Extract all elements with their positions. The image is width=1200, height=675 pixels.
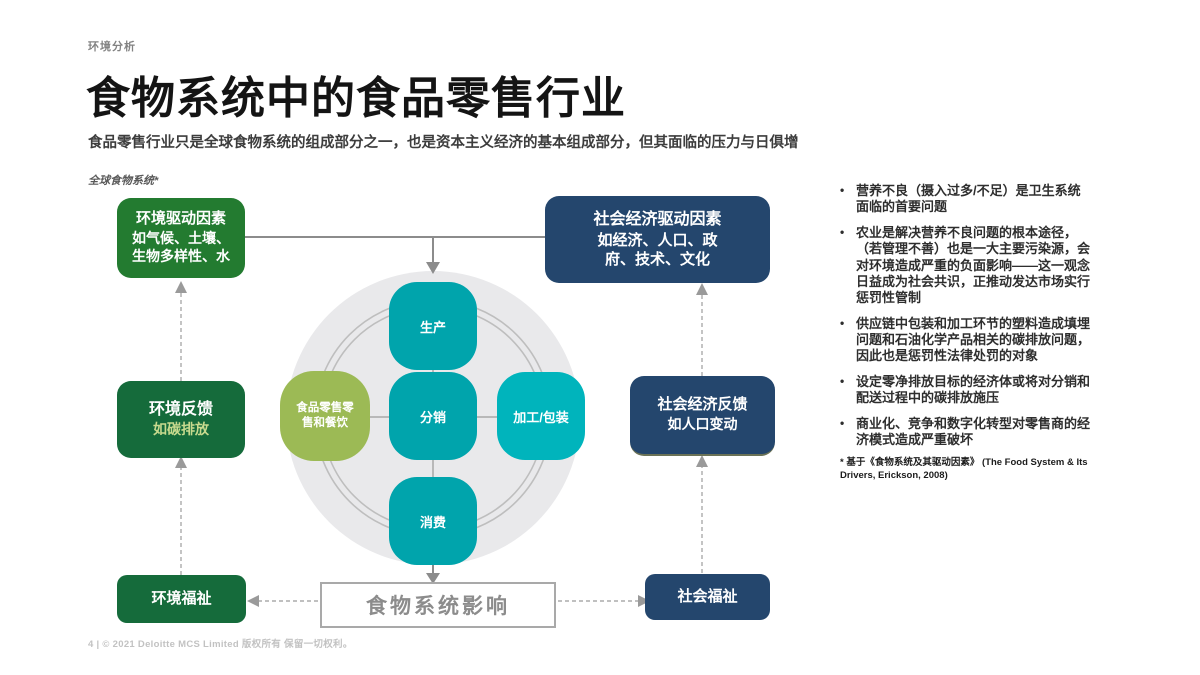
- socio-drivers-title: 社会经济驱动因素: [593, 210, 722, 228]
- env-welfare-to-feedback-arrowhead: [175, 456, 187, 468]
- bullet-item: • 设定零净排放目标的经济体或将对分销和配送过程中的碳排放施压: [840, 374, 1092, 407]
- env-feedback-box: 环境反馈 如碳排放: [117, 381, 245, 458]
- copyright-footer: 4 | © 2021 Deloitte MCS Limited 版权所有 保留一…: [88, 639, 353, 650]
- env-drivers-title: 环境驱动因素: [135, 210, 226, 228]
- drivers-to-system-arrowhead: [426, 262, 440, 274]
- node-processing-packaging: 加工/包装: [497, 372, 585, 460]
- bullet-item: • 商业化、竞争和数字化转型对零售商的经济模式造成严重破坏: [840, 416, 1092, 449]
- env-feedback-title: 环境反馈: [148, 401, 213, 419]
- bullet-item: • 农业是解决营养不良问题的根本途径，（若管理不善）也是一大主要污染源，会对环境…: [840, 225, 1092, 307]
- env-welfare-title: 环境福祉: [151, 589, 212, 607]
- social-welfare-to-feedback-arrowhead: [696, 455, 708, 467]
- env-drivers-subtitle: 如气候、土壤、 生物多样性、水: [132, 229, 230, 264]
- socio-drivers-box: 社会经济驱动因素 如经济、人口、政 府、技术、文化: [545, 196, 770, 283]
- page-subtitle: 食品零售行业只是全球食物系统的组成部分之一，也是资本主义经济的基本组成部分，但其…: [88, 135, 799, 151]
- bullet-icon: •: [840, 224, 845, 239]
- section-label: 环境分析: [88, 41, 136, 53]
- bullet-icon: •: [840, 415, 845, 430]
- social-welfare-title: 社会福祉: [677, 587, 738, 605]
- bullet-text: 营养不良（摄入过多/不足）是卫生系统面临的首要问题: [856, 183, 1081, 215]
- food-system-impact-title: 食物系统影响: [366, 595, 510, 618]
- socio-drivers-subtitle: 如经济、人口、政 府、技术、文化: [597, 231, 718, 268]
- social-welfare-box: 社会福祉: [645, 574, 770, 620]
- bullet-icon: •: [840, 183, 845, 197]
- source-footnote: * 基于《食物系统及其驱动因素》 (The Food System & Its …: [840, 457, 1088, 482]
- socio-feedback-box: 社会经济反馈 如人口变动: [630, 376, 775, 456]
- bullet-icon: •: [840, 315, 845, 330]
- bullet-text: 商业化、竞争和数字化转型对零售商的经济模式造成严重破坏: [856, 415, 1091, 447]
- diagram-label: 全球食物系统*: [88, 175, 159, 187]
- env-feedback-to-drivers-arrowhead: [175, 281, 187, 293]
- node-distribution: 分销: [389, 372, 477, 460]
- node-consumption: 消费: [389, 477, 477, 565]
- bullet-item: • 供应链中包装和加工环节的塑料造成填埋问题和石油化学产品相关的碳排放问题，因此…: [840, 316, 1092, 365]
- env-feedback-subtitle: 如碳排放: [153, 421, 209, 438]
- bullet-text: 农业是解决营养不良问题的根本途径，（若管理不善）也是一大主要污染源，会对环境造成…: [856, 224, 1091, 306]
- bullet-icon: •: [840, 373, 845, 388]
- impact-to-env-welfare-arrowhead: [247, 595, 259, 607]
- node-food-retail-catering: 食品零售零 售和餐饮: [280, 371, 370, 461]
- key-points-panel: • 营养不良（摄入过多/不足）是卫生系统面临的首要问题 • 农业是解决营养不良问…: [840, 183, 1092, 483]
- food-system-impact-box: 食物系统影响: [320, 582, 556, 628]
- bullet-text: 供应链中包装和加工环节的塑料造成填埋问题和石油化学产品相关的碳排放问题，因此也是…: [856, 315, 1091, 364]
- system-to-impact-arrowhead: [426, 573, 440, 584]
- socio-feedback-subtitle: 如人口变动: [667, 415, 738, 432]
- node-production: 生产: [389, 282, 477, 370]
- bullet-text: 设定零净排放目标的经济体或将对分销和配送过程中的碳排放施压: [856, 373, 1091, 406]
- page-title: 食物系统中的食品零售行业: [86, 74, 626, 123]
- env-welfare-box: 环境福祉: [117, 575, 246, 623]
- impact-to-social-welfare-arrowhead: [638, 595, 650, 607]
- socio-feedback-to-drivers-arrowhead: [696, 283, 708, 295]
- bullet-item: • 营养不良（摄入过多/不足）是卫生系统面临的首要问题: [840, 183, 1092, 216]
- env-drivers-box: 环境驱动因素 如气候、土壤、 生物多样性、水: [117, 198, 245, 278]
- socio-feedback-title: 社会经济反馈: [657, 396, 748, 414]
